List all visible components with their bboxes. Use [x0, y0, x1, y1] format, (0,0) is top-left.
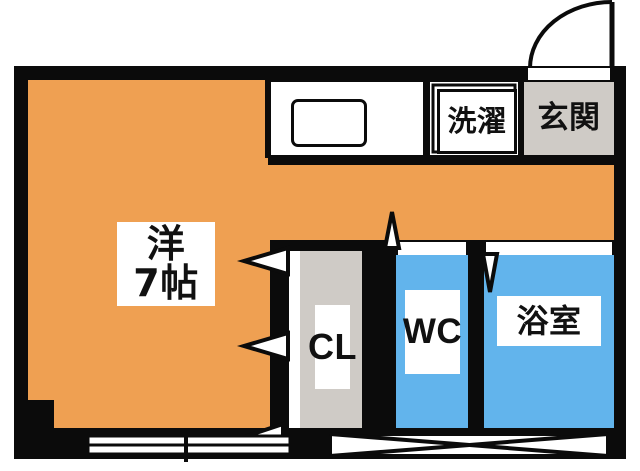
wall-closet-wc — [362, 240, 396, 440]
toilet-label: WC — [403, 290, 462, 374]
wall-kitchen-laundry — [423, 80, 430, 158]
laundry-label: 洗濯 — [437, 89, 517, 154]
bathroom-doorway — [486, 242, 612, 255]
balcony-window-outer — [88, 436, 290, 454]
bathroom-floor — [484, 255, 614, 440]
closet-label: CL — [308, 305, 357, 389]
wall-laundry-entrance — [518, 80, 524, 158]
closet-door-strip — [288, 250, 300, 428]
bathroom-label: 浴室 — [497, 296, 601, 346]
toilet-doorway — [398, 242, 466, 255]
wall-under-kitchen — [268, 155, 614, 165]
main-room-floor-extension — [268, 165, 424, 240]
entrance-floor — [524, 82, 614, 155]
main-room-floor-corridor — [424, 165, 614, 240]
entrance-doorway — [528, 68, 610, 80]
entrance-label: 玄関 — [537, 100, 601, 137]
wall-closet-left — [283, 240, 289, 440]
kitchen-sink — [291, 99, 367, 147]
bath-window-outer — [330, 434, 608, 456]
main-room-label: 洋 7帖 — [117, 222, 215, 306]
wall-kitchen-left — [265, 80, 271, 158]
entrance-door-arc-icon — [528, 0, 615, 69]
wall-wc-bath — [468, 240, 484, 440]
